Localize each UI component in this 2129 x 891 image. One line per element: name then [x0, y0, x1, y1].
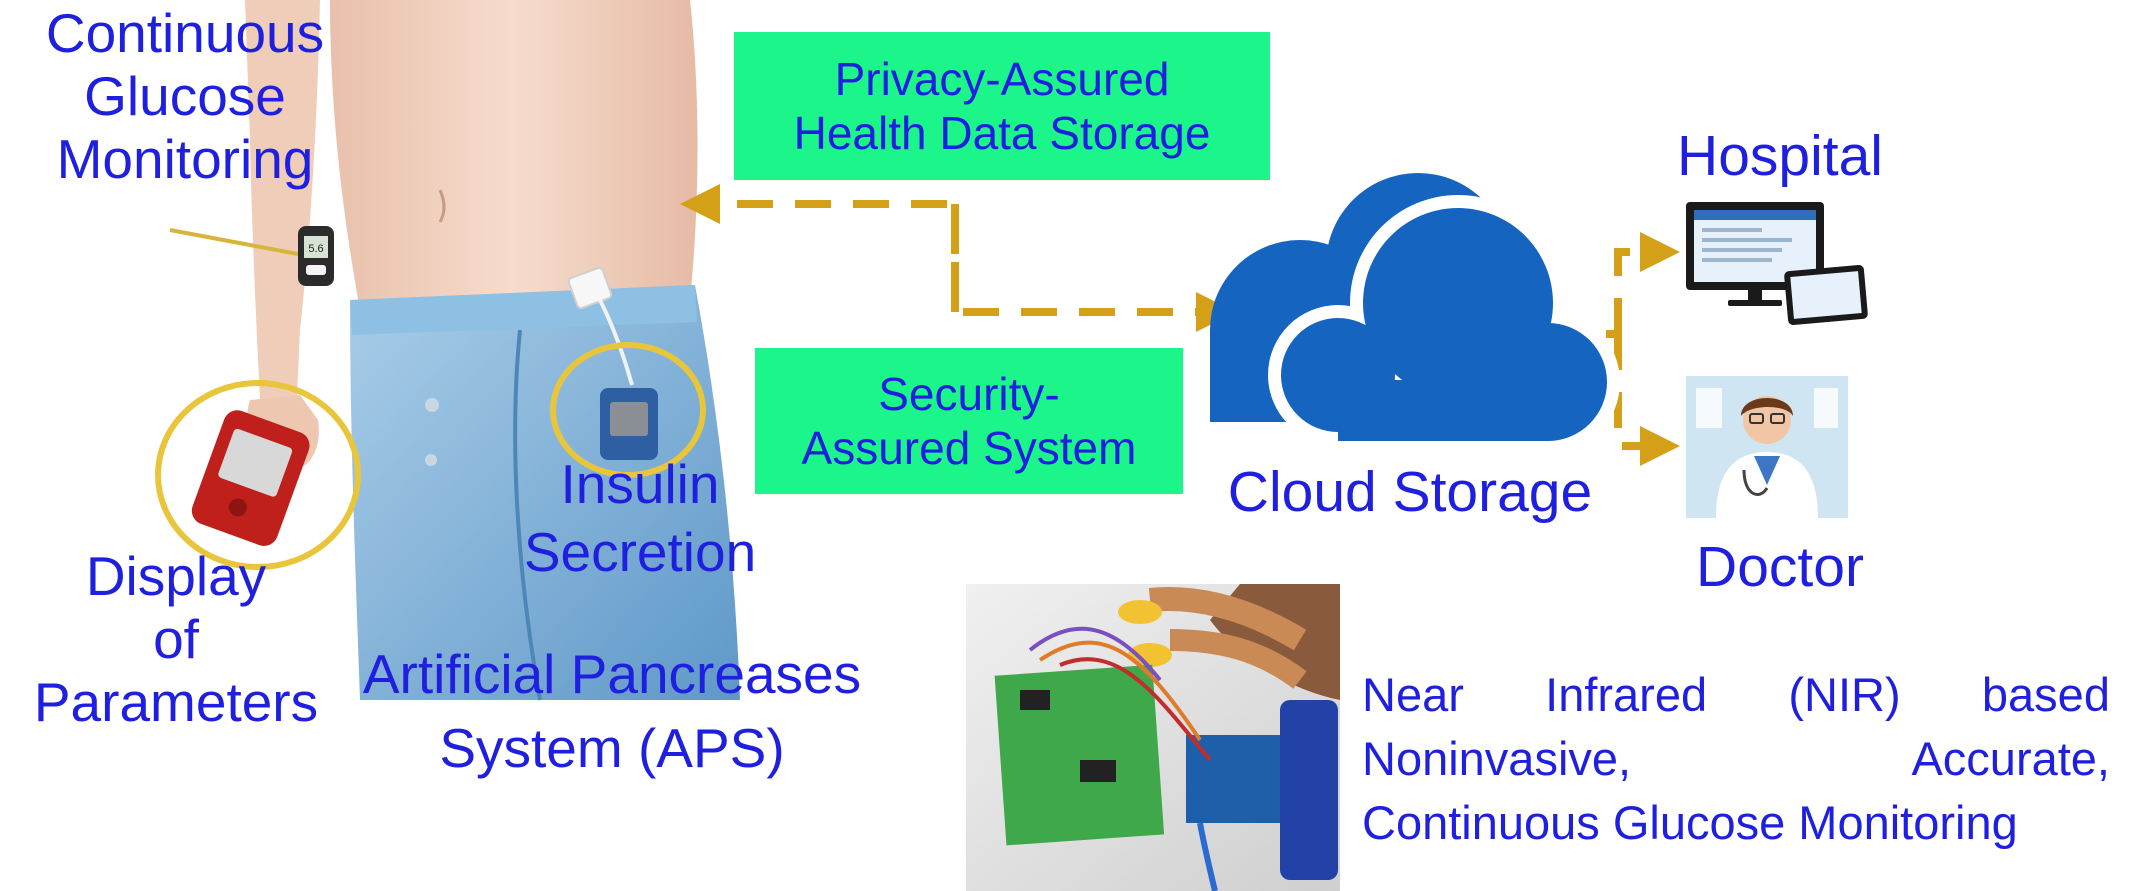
display-highlight-ring [155, 380, 361, 570]
nir-word-noninvasive: Noninvasive, [1362, 732, 1632, 785]
nir-word-infrared: Infrared [1545, 668, 1708, 721]
insulin-highlight-ring [550, 342, 706, 478]
nir-caption-row1: Near Infrared (NIR) based [1362, 663, 2110, 727]
insulin-secretion-label: Insulin Secretion [480, 450, 800, 586]
insulin-pump-icon [600, 388, 658, 460]
security-box-line2: Assured System [801, 422, 1137, 474]
svg-text:5.6: 5.6 [308, 243, 323, 255]
nir-device-photo [966, 584, 1340, 891]
arrow-to-doctor [1614, 334, 1680, 466]
arrow-to-aps [680, 184, 959, 312]
hospital-computer-icon [1686, 202, 1868, 325]
cloud-storage-label: Cloud Storage [1227, 460, 1593, 524]
doctor-avatar-icon [1686, 376, 1848, 518]
cgm-label-line2: Glucose [84, 65, 286, 127]
security-box-line1: Security- [878, 367, 1060, 420]
cgm-label-line1: Continuous [45, 2, 325, 64]
privacy-box-line1: Privacy-Assured [834, 52, 1170, 105]
insulin-label-line1: Insulin [560, 453, 720, 515]
display-parameters-label: Display of Parameters [0, 545, 352, 734]
aps-label-line2: System (APS) [439, 717, 785, 779]
nir-caption-row3: Continuous Glucose Monitoring [1362, 796, 2018, 849]
hospital-label: Hospital [1677, 124, 1883, 188]
nir-word-near: Near [1362, 668, 1464, 721]
security-system-box: Security- Assured System [755, 348, 1183, 494]
handheld-display-icon [191, 410, 310, 546]
doctor-label: Doctor [1696, 535, 1864, 599]
cloud-storage-icon [1210, 173, 1620, 454]
display-label-line2: of [153, 608, 199, 670]
privacy-storage-box: Privacy-Assured Health Data Storage [734, 32, 1270, 180]
arrow-to-cloud [951, 204, 1236, 332]
glucose-meter-icon: 5.6 [298, 226, 334, 286]
cgm-label-line3: Monitoring [56, 128, 314, 190]
display-label-line1: Display [85, 545, 267, 607]
display-label-line3: Parameters [33, 671, 319, 733]
arrow-to-hospital [1614, 232, 1680, 334]
nir-word-nir: (NIR) [1788, 668, 1901, 721]
cgm-label: Continuous Glucose Monitoring [10, 2, 360, 191]
nir-caption: Near Infrared (NIR) based Noninvasive, A… [1362, 663, 2110, 855]
aps-label: Artificial Pancreases System (APS) [312, 637, 912, 785]
nir-word-based: based [1981, 668, 2110, 721]
insulin-label-line2: Secretion [523, 521, 757, 583]
aps-label-line1: Artificial Pancreases [362, 643, 862, 705]
nir-word-accurate: Accurate, [1911, 732, 2110, 785]
privacy-box-line2: Health Data Storage [793, 107, 1211, 159]
nir-caption-row2: Noninvasive, Accurate, [1362, 727, 2110, 791]
